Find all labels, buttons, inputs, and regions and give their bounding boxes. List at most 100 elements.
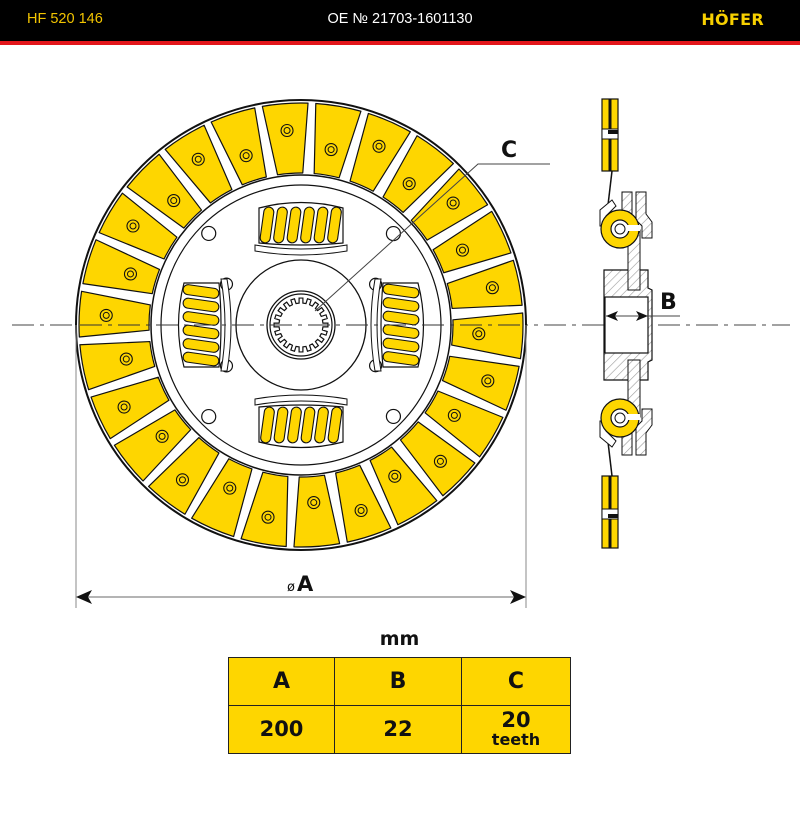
rivet-icon — [447, 408, 461, 422]
friction-segment — [441, 355, 520, 411]
friction-segment — [313, 102, 362, 179]
friction-segment — [82, 239, 161, 295]
technical-drawing: C ø A — [12, 98, 790, 608]
unit-label: mm — [379, 628, 420, 650]
friction-segment — [382, 135, 455, 214]
rivet-icon — [239, 149, 253, 163]
rivet-center — [375, 142, 383, 150]
rivet-center — [327, 146, 335, 154]
rivet-icon — [117, 400, 131, 414]
rivet-icon — [446, 196, 460, 210]
rivet-icon — [123, 267, 138, 281]
rivet-icon — [388, 469, 402, 483]
spec-value-row: 200 22 20 teeth — [228, 705, 571, 754]
rivet-center — [458, 246, 466, 254]
spec-header-b: B — [334, 657, 462, 706]
spline-label-c: C — [501, 138, 517, 163]
spec-table: A B C 200 22 20 teeth — [228, 657, 571, 754]
rivet-center — [126, 270, 134, 278]
rivet-icon — [481, 374, 495, 388]
rivet-center — [102, 311, 110, 319]
rivet-icon — [126, 219, 140, 233]
rivet-icon — [99, 308, 113, 322]
rivet-center — [450, 411, 458, 419]
friction-segment — [410, 168, 489, 241]
rivet-center — [449, 199, 457, 207]
rivet-icon — [354, 503, 368, 518]
rivet-icon — [455, 243, 470, 257]
friction-segment — [399, 421, 476, 497]
friction-segment — [293, 474, 341, 548]
rivet-center — [194, 155, 202, 163]
side-friction-bottom — [601, 441, 619, 549]
diameter-symbol: ø — [287, 580, 295, 595]
rivet-icon — [223, 481, 237, 495]
rivet-center — [120, 403, 128, 411]
friction-segment — [261, 102, 309, 176]
rivet-center — [475, 330, 483, 338]
rivet-icon — [324, 143, 338, 157]
rivet-center — [129, 222, 137, 230]
diameter-label-a: A — [297, 572, 314, 596]
rivet-center — [436, 457, 444, 465]
damper-spring — [254, 394, 348, 449]
rivet-icon — [155, 429, 169, 443]
friction-segment — [113, 409, 192, 482]
spec-value-b: 22 — [334, 705, 462, 754]
side-spring-lower — [600, 398, 640, 438]
rivet-center — [122, 355, 130, 363]
hub-hole — [201, 225, 217, 242]
side-friction-top — [601, 98, 619, 206]
side-hub-bore — [604, 296, 649, 354]
arrow-b-right-icon — [636, 311, 648, 321]
rivet-center — [226, 484, 234, 492]
spec-header-a: A — [228, 657, 335, 706]
rivet-center — [484, 377, 492, 385]
spec-value-c-cell: 20 teeth — [461, 705, 571, 754]
friction-segment — [432, 210, 512, 274]
rivet-center — [391, 472, 399, 480]
spec-header-c: C — [461, 657, 571, 706]
friction-segments — [78, 102, 524, 548]
arrow-b-left-icon — [606, 311, 618, 321]
rivet-center — [310, 499, 318, 507]
rivet-icon — [119, 352, 133, 366]
rivet-icon — [167, 194, 181, 208]
rivet-center — [357, 507, 365, 515]
rivet-icon — [175, 473, 190, 487]
spec-value-c: 20 — [501, 707, 531, 732]
rivet-center — [170, 197, 178, 205]
friction-segment — [78, 290, 151, 338]
arrow-right-icon — [510, 590, 526, 604]
friction-segment — [98, 192, 178, 260]
damper-springs — [177, 201, 425, 449]
hub-hole — [385, 225, 402, 242]
rivet-center — [242, 152, 250, 160]
side-spring-upper — [600, 209, 640, 249]
spec-value-a: 200 — [228, 705, 335, 754]
spec-header-row: A B C — [228, 657, 571, 706]
friction-segment — [147, 436, 220, 515]
hub-hole — [385, 408, 402, 425]
damper-spring — [177, 278, 232, 372]
rivet-icon — [261, 510, 275, 524]
friction-segment — [369, 446, 438, 526]
header-bar: HF 520 146 OE № 21703-1601130 HÖFER — [0, 0, 800, 45]
hub-hole — [201, 408, 217, 425]
part-number: HF 520 146 — [27, 11, 103, 27]
rivet-icon — [433, 454, 447, 468]
rivet-center — [405, 180, 413, 188]
oe-number: OE № 21703-1601130 — [327, 11, 473, 27]
friction-segment — [451, 312, 524, 360]
friction-segment — [335, 464, 392, 543]
rivet-icon — [485, 281, 499, 295]
damper-spring — [254, 201, 348, 256]
friction-segment — [240, 471, 289, 548]
side-view — [599, 98, 653, 549]
friction-segment — [79, 340, 156, 391]
rivet-icon — [472, 327, 486, 341]
friction-segment — [164, 124, 233, 204]
friction-segment — [424, 390, 504, 458]
rivet-center — [283, 127, 291, 135]
friction-segment — [210, 107, 267, 186]
